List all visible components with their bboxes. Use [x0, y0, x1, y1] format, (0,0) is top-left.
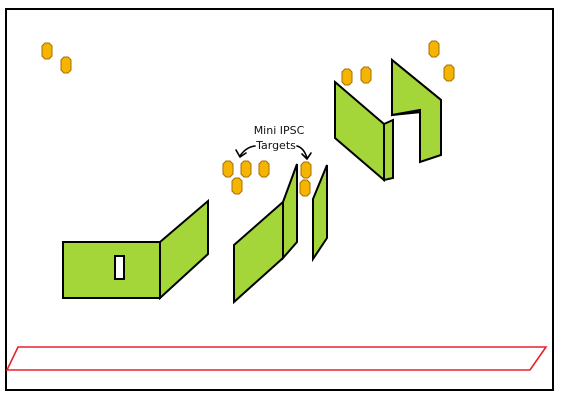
target-icon: [258, 160, 270, 178]
target-icon: [60, 56, 72, 74]
shooting-port: [114, 255, 125, 280]
right-wall-far-face: [391, 57, 442, 164]
target-icon: [41, 42, 53, 60]
annotation-line-2: Targets: [255, 139, 296, 152]
center-wall-narrow: [312, 164, 328, 263]
target-icon: [300, 161, 312, 179]
right-wall-group-near: [334, 79, 394, 183]
barricade-front-wall: [62, 241, 161, 299]
target-icon: [443, 64, 455, 82]
target-icon: [341, 68, 353, 86]
target-icon: [222, 160, 234, 178]
target-cluster-top-left: [41, 42, 72, 74]
target-icon: [240, 160, 252, 178]
target-icon: [360, 66, 372, 84]
range-border: [5, 8, 554, 391]
right-wall-group-far: [391, 57, 442, 164]
annotation-line-1: Mini IPSC: [254, 124, 305, 137]
center-wall-edge: [282, 163, 298, 261]
target-cluster-top-right: [341, 40, 455, 86]
right-wall-near-edge: [383, 118, 394, 182]
target-cluster-center: [222, 160, 312, 197]
target-icon: [231, 177, 243, 195]
center-wall-pair: [233, 163, 328, 305]
fault-line-box: [5, 346, 548, 371]
barricade-with-port: [62, 198, 209, 301]
target-icon: [428, 40, 440, 58]
curved-arrow-icon: [235, 145, 256, 158]
target-icon: [299, 179, 311, 197]
curved-arrow-icon: [296, 145, 312, 160]
